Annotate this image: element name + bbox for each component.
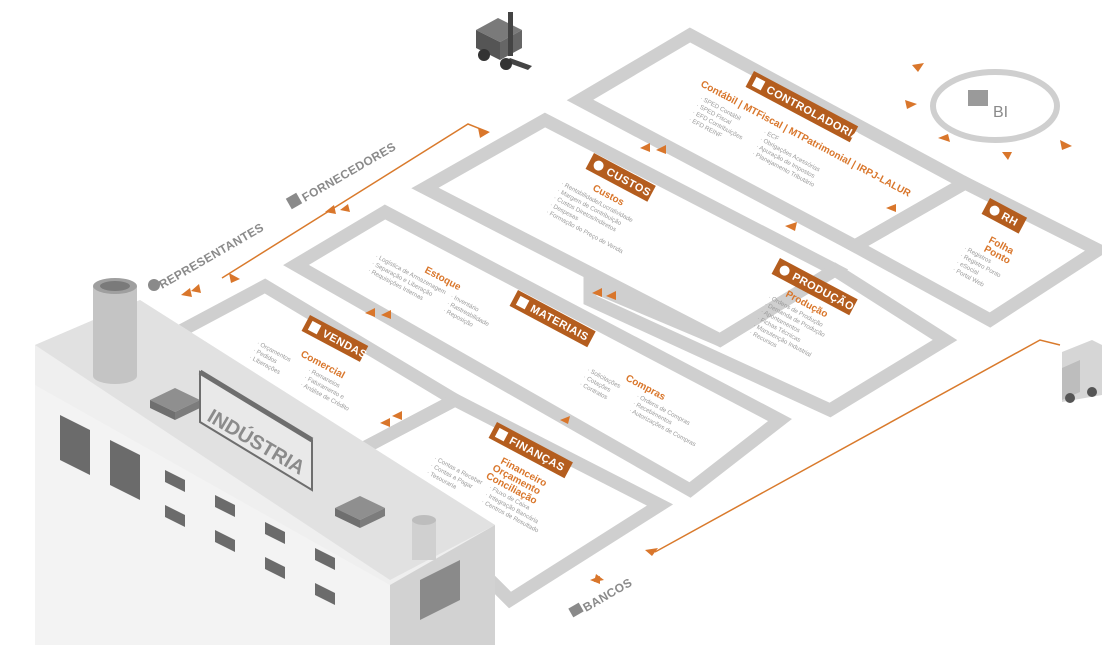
arrow-icon xyxy=(181,288,192,297)
cart-icon xyxy=(307,320,322,335)
arrow-icon xyxy=(938,134,950,142)
arrow-icon xyxy=(640,143,650,152)
supplier-icon xyxy=(285,192,303,210)
arrow-icon xyxy=(592,288,602,297)
arrow-icon xyxy=(905,100,917,109)
representantes-group[interactable]: REPRESENTANTES xyxy=(148,220,267,292)
forklift-icon xyxy=(476,12,532,70)
producao-zone xyxy=(583,262,958,418)
arrow-icon xyxy=(594,574,604,582)
bi-ring[interactable]: BI xyxy=(930,69,1060,143)
fornecedores-label: FORNECEDORES xyxy=(300,139,399,204)
arrow-icon xyxy=(560,416,570,424)
arrow-icon xyxy=(656,145,666,154)
arrow-icon xyxy=(365,308,375,317)
arrow-icon xyxy=(785,222,797,231)
arrow-icon xyxy=(478,128,490,138)
materiais-zone xyxy=(283,204,792,498)
fornecedores-group[interactable]: FORNECEDORES xyxy=(285,139,399,210)
rooftop-vent xyxy=(150,388,200,420)
chimney xyxy=(93,278,137,384)
bancos-label: BANCOS xyxy=(581,575,635,614)
pallet-icon xyxy=(515,295,530,310)
arrow-icon xyxy=(392,411,402,420)
coins-icon xyxy=(593,160,604,171)
industry-building: INDÚSTRIA xyxy=(35,278,495,645)
globe-icon xyxy=(148,279,160,291)
gears-icon xyxy=(779,265,790,276)
bi-label: BI xyxy=(993,104,1008,121)
arrow-icon xyxy=(1060,140,1072,150)
arrow-icon xyxy=(886,204,896,212)
money-icon xyxy=(494,427,509,442)
rooftop-vent xyxy=(335,496,385,528)
representantes-label: REPRESENTANTES xyxy=(157,220,267,291)
bi-icon xyxy=(968,90,988,106)
bancos-group[interactable]: BANCOS xyxy=(568,575,635,618)
rh-zone xyxy=(841,175,1102,328)
people-icon xyxy=(989,205,1000,216)
arrow-icon xyxy=(380,418,390,427)
arrow-icon xyxy=(191,284,201,293)
arrow-icon xyxy=(1002,152,1012,160)
arrow-icon xyxy=(325,205,336,214)
bank-icon xyxy=(568,602,584,618)
arrow-icon xyxy=(381,310,391,319)
rh-plate[interactable]: RH xyxy=(981,198,1028,234)
arrow-icon xyxy=(912,63,924,72)
water-tank xyxy=(412,515,436,560)
calculator-icon xyxy=(751,76,766,91)
arrow-icon xyxy=(606,291,616,300)
rh-content: Folha Ponto · Registros · Registro Ponto… xyxy=(951,235,1015,289)
arrow-icon xyxy=(645,548,658,556)
flow-arrows xyxy=(181,63,1072,584)
truck-icon xyxy=(1062,340,1102,403)
arrow-icon xyxy=(340,204,350,212)
arrow-icon xyxy=(229,273,240,283)
